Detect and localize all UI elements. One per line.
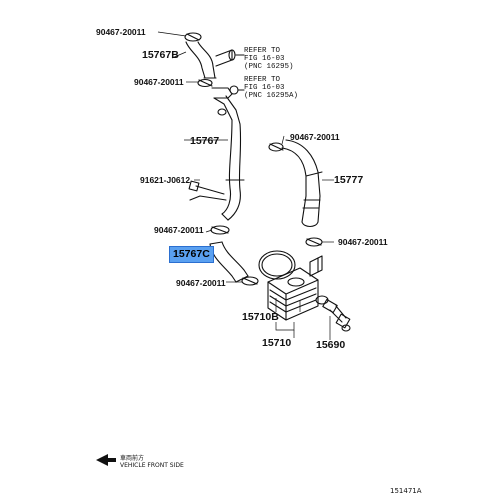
clamp-right-2: [305, 237, 323, 247]
bolt-91621: [188, 180, 227, 201]
label-15710B[interactable]: 15710B: [242, 311, 279, 323]
hose-15767: [221, 119, 245, 221]
oil-cooler-15710: [267, 255, 329, 321]
label-15690[interactable]: 15690: [316, 339, 346, 351]
label-15767C-highlighted[interactable]: 15767C: [169, 246, 214, 263]
leader-lines: [157, 31, 334, 340]
clamp-4: [241, 276, 259, 286]
clamp-top: [184, 32, 202, 42]
reference-note-1: REFER TO FIG 16-03 (PNC 16295): [244, 47, 294, 71]
vehicle-front-arrow-icon: [96, 454, 116, 466]
label-91621-J0612[interactable]: 91621-J0612: [140, 175, 191, 185]
hose-15777: [281, 139, 323, 228]
label-15777[interactable]: 15777: [334, 174, 364, 186]
label-90467-20011-third[interactable]: 90467-20011: [154, 225, 204, 235]
label-90467-20011-right-top[interactable]: 90467-20011: [290, 132, 340, 142]
hose-15767C: [209, 241, 249, 283]
front-direction-english: VEHICLE FRONT SIDE: [120, 462, 184, 469]
figure-code: 151471A: [390, 487, 422, 495]
label-15767[interactable]: 15767: [190, 135, 220, 147]
label-90467-20011-top[interactable]: 90467-20011: [96, 27, 146, 37]
pipe-bracket: [211, 85, 245, 125]
hose-15767B: [185, 41, 245, 79]
clamp-3: [210, 225, 230, 235]
reference-note-2: REFER TO FIG 16-03 (PNC 16295A): [244, 76, 299, 100]
clamp-2: [197, 78, 213, 88]
o-ring: [258, 250, 296, 280]
label-15710[interactable]: 15710: [262, 337, 292, 349]
sensor-15690: [322, 298, 351, 332]
label-90467-20011-right-bottom[interactable]: 90467-20011: [338, 237, 388, 247]
label-90467-20011-fourth[interactable]: 90467-20011: [176, 278, 226, 288]
front-direction-japanese: 車両前方: [120, 455, 145, 462]
clamp-right-1: [268, 142, 284, 152]
label-15767B[interactable]: 15767B: [142, 49, 179, 61]
label-90467-20011-second[interactable]: 90467-20011: [134, 77, 184, 87]
